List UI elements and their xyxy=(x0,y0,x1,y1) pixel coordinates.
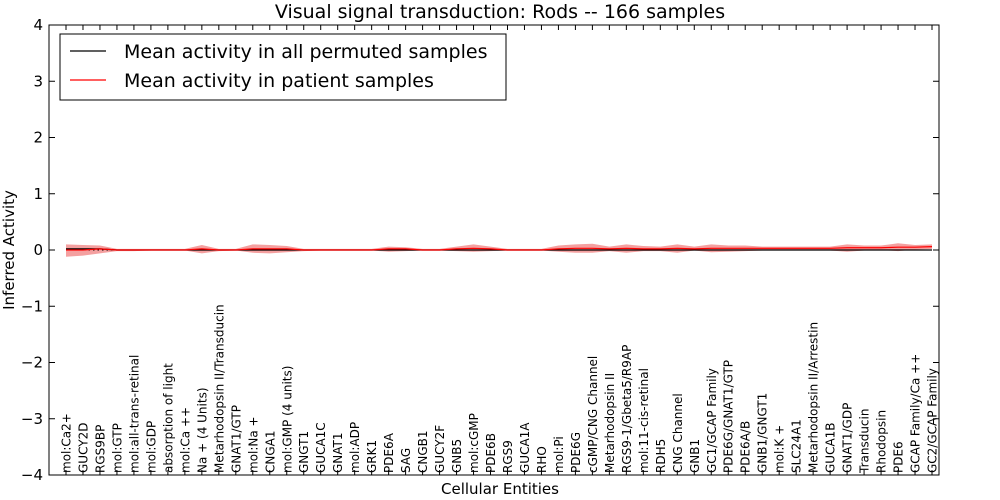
x-tick-label: RDH5 xyxy=(654,439,668,473)
legend: Mean activity in all permuted samples Me… xyxy=(59,33,507,101)
x-tick-label: Metarhodopsin II/Transducin xyxy=(212,304,226,473)
x-tick-label: GRK1 xyxy=(365,440,379,473)
x-tick-label: mol:GDP xyxy=(144,421,158,473)
x-tick-label: GNB1 xyxy=(688,439,702,473)
y-tick-label: 3 xyxy=(33,72,43,90)
x-tick-label: SLC24A1 xyxy=(790,419,804,473)
x-tick-label: Metarhodopsin II/Arrestin xyxy=(807,322,821,473)
x-tick-label: mol:Ca2+ xyxy=(60,413,74,473)
x-tick-label: GNGT1 xyxy=(297,431,311,473)
x-tick-label: GUCY2D xyxy=(76,423,90,473)
legend-box xyxy=(59,33,507,101)
x-tick-label: RGS9BP xyxy=(93,425,107,473)
x-tick-label: CNG Channel xyxy=(671,393,685,473)
legend-label-patient: Mean activity in patient samples xyxy=(124,70,434,92)
x-tick-label: RHO xyxy=(535,446,549,473)
x-tick-label: mol:11-cis-retinal xyxy=(637,368,651,473)
x-tick-label: SAG xyxy=(399,448,413,473)
x-tick-label: PDE6A/B xyxy=(739,421,753,473)
x-tick-label: mol:cGMP xyxy=(467,413,481,473)
x-tick-label: Rhodopsin xyxy=(875,410,889,473)
x-tick-label: mol:all-trans-retinal xyxy=(127,355,141,473)
y-tick-label: −4 xyxy=(21,466,43,484)
x-tick-label: PDE6B xyxy=(484,433,498,473)
y-tick-label: −3 xyxy=(21,410,43,428)
y-tick-label: 2 xyxy=(33,129,43,147)
x-tick-label: absorption of light xyxy=(161,363,175,473)
series-line-layer xyxy=(66,246,933,251)
x-axis-label: Cellular Entities xyxy=(441,480,559,498)
x-tick-label: cGMP/CNG Channel xyxy=(586,356,600,473)
x-tick-label: RGS9 xyxy=(501,440,515,473)
x-tick-label: PDE6G xyxy=(569,432,583,473)
x-tick-label: PDE6 xyxy=(892,441,906,473)
y-axis-label: Inferred Activity xyxy=(0,190,18,310)
y-tick-label: −2 xyxy=(21,354,43,372)
x-tick-label: RGS9-1/Gbeta5/R9AP xyxy=(620,345,634,473)
x-tick-label: GCAP Family/Ca ++ xyxy=(909,354,923,473)
x-tick-label: GUCY2F xyxy=(433,425,447,473)
x-tick-label: Transducin xyxy=(858,409,872,474)
x-tick-label: mol:GMP (4 units) xyxy=(280,366,294,473)
x-tick-label: CNGA1 xyxy=(263,431,277,474)
y-tick-label: 0 xyxy=(33,241,43,259)
x-tick-label: GNAT1/GDP xyxy=(841,403,855,473)
chart-title: Visual signal transduction: Rods -- 166 … xyxy=(275,1,725,23)
x-tick-label: GUCA1B xyxy=(824,422,838,473)
x-tick-label: GNB5 xyxy=(450,439,464,473)
x-tick-label: Metarhodopsin II xyxy=(603,373,617,473)
y-tick-label: 4 xyxy=(33,16,43,34)
x-tick-label: mol:Ca ++ xyxy=(178,407,192,473)
x-tick-label: mol:Na + xyxy=(246,416,260,473)
x-tick-label: CNGB1 xyxy=(416,430,430,473)
x-tick-label: GC1/GCAP Family xyxy=(705,368,719,473)
x-tick-label: mol:K + xyxy=(773,425,787,473)
x-tick-label: Na + (4 Units) xyxy=(195,387,209,473)
x-tick-label: mol:GTP xyxy=(110,423,124,473)
x-tick-label: GUCA1A xyxy=(518,422,532,473)
x-tick-label: GNB1/GNGT1 xyxy=(756,393,770,473)
y-tick-label: 1 xyxy=(33,185,43,203)
x-tick-label: PDE6A xyxy=(382,432,396,473)
legend-label-permuted: Mean activity in all permuted samples xyxy=(124,41,487,63)
x-tick-label: GNAT1 xyxy=(331,432,345,473)
x-tick-label: GNAT1/GTP xyxy=(229,405,243,473)
x-tick-label: mol:Pi xyxy=(552,436,566,473)
x-tick-label: mol:ADP xyxy=(348,422,362,473)
y-axis: −4 −3 −2 −1 0 1 2 3 4 xyxy=(21,16,939,484)
x-tick-label: GC2/GCAP Family xyxy=(926,368,940,473)
x-tick-label: GUCA1C xyxy=(314,422,328,473)
x-tick-label: PDE6G/GNAT1/GTP xyxy=(722,360,736,473)
series-line-patient xyxy=(66,246,933,251)
y-tick-label: −1 xyxy=(21,297,43,315)
